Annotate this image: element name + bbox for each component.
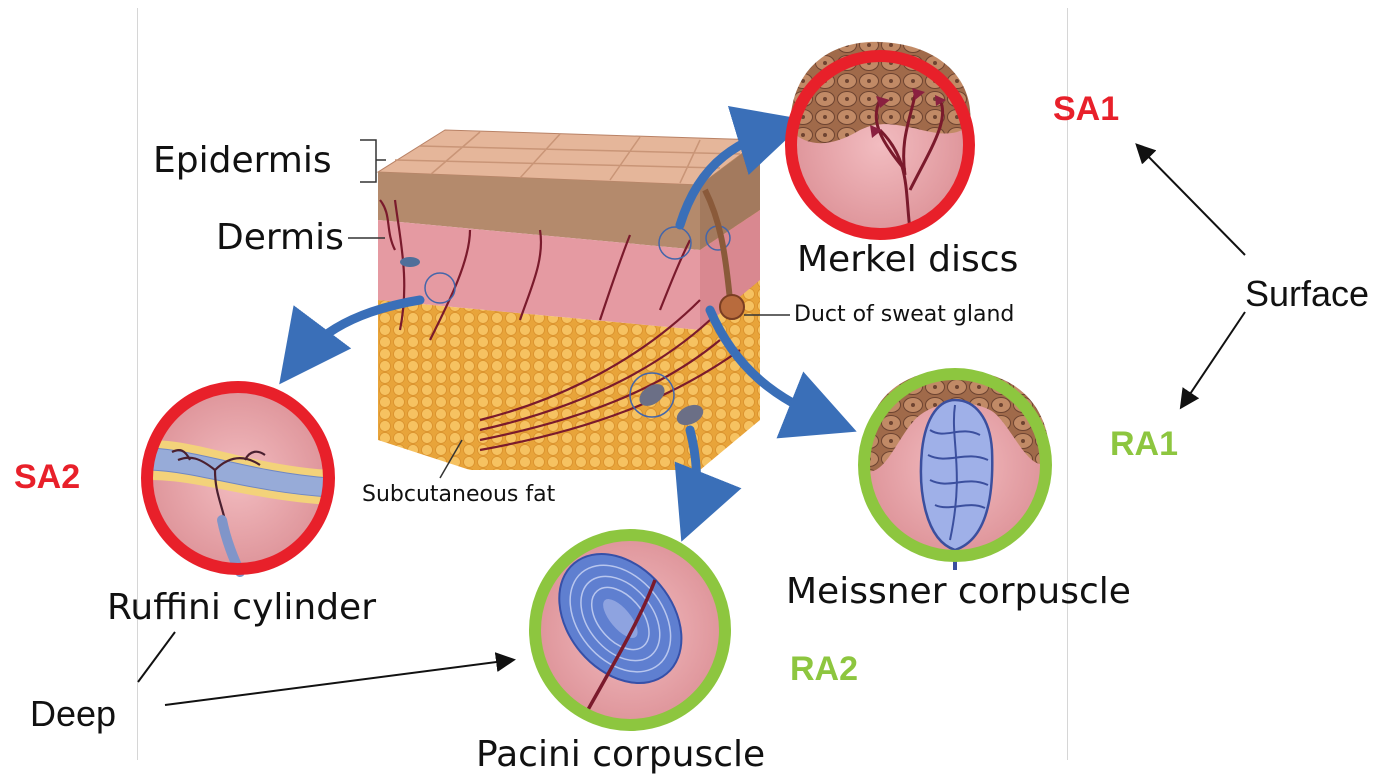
pacini-corpuscle-label: Pacini corpuscle [476,737,765,773]
sa1-code: SA1 [1053,92,1119,126]
dermis-label: Dermis [216,220,344,256]
ruffini-illustration [142,382,334,574]
meissner-illustration [859,369,1051,570]
meissner-corpuscle-label: Meissner corpuscle [786,574,1131,610]
merkel-illustration [786,42,974,239]
sweat-duct-label: Duct of sweat gland [794,304,1014,326]
sa2-code: SA2 [14,460,80,494]
ra2-code: RA2 [790,652,858,686]
ruffini-cylinder-label: Ruffini cylinder [107,590,376,626]
epidermis-label: Epidermis [153,143,332,179]
merkel-discs-label: Merkel discs [797,242,1018,278]
surface-label: Surface [1245,276,1369,312]
ra1-code: RA1 [1110,427,1178,461]
pacini-illustration [530,530,730,730]
deep-label: Deep [30,696,116,732]
subcutaneous-fat-label: Subcutaneous fat [362,484,555,506]
